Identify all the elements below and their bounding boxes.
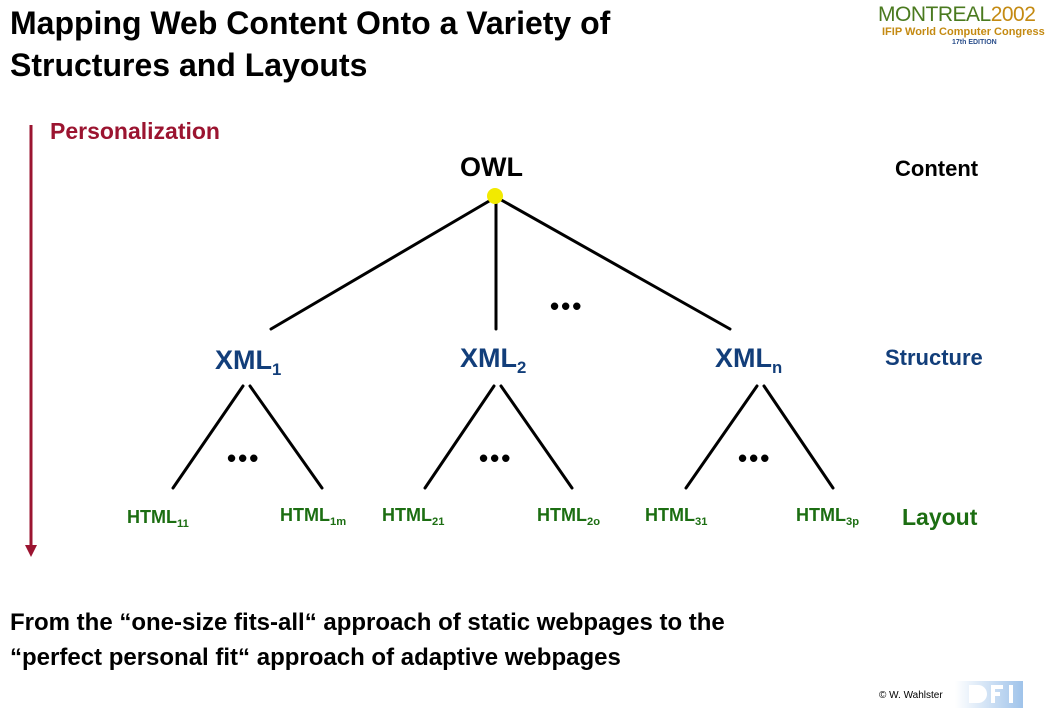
personalization-arrow-head [25, 545, 37, 557]
edge-owl-xmln [494, 195, 732, 331]
node-xml-2: XML2 [460, 343, 527, 377]
dfki-logo [955, 681, 1023, 708]
edge-xml1-html1m [248, 384, 324, 490]
slide-title: Mapping Web Content Onto a Variety of St… [10, 2, 730, 86]
node-html-2o: HTML2o [537, 505, 601, 528]
root-ellipsis: ••• [550, 291, 584, 321]
level-label-content: Content [895, 156, 979, 181]
personalization-label: Personalization [50, 118, 220, 144]
tree-diagram [25, 125, 835, 557]
slide-title-line-2: Structures and Layouts [10, 47, 368, 83]
node-html-31: HTML31 [645, 505, 708, 528]
owl-root-dot [487, 188, 503, 204]
level-label-structure: Structure [885, 345, 983, 370]
logo-wordmark: MONTREAL2002 [878, 3, 1036, 26]
level-label-layout: Layout [902, 504, 978, 530]
node-html-3p: HTML3p [796, 505, 860, 528]
edge-xmln-html3p [762, 384, 835, 490]
node-html-11: HTML11 [127, 507, 189, 530]
node-xml-n: XMLn [715, 343, 783, 377]
edge-owl-xml1 [269, 195, 498, 331]
node-html-21: HTML21 [382, 505, 445, 528]
personalization-arrow [25, 125, 37, 557]
logo-edition: 17th EDITION [952, 39, 997, 46]
xml1-ellipsis: ••• [227, 443, 261, 473]
copyright-notice: © W. Wahlster [879, 690, 943, 701]
edge-xml1-html11 [171, 384, 245, 490]
footer-statement: From the “one-size fits-all“ approach of… [10, 605, 970, 675]
footer-line-2: “perfect personal fit“ approach of adapt… [10, 644, 621, 671]
node-owl: OWL [460, 152, 523, 182]
edge-xml2-html21 [423, 384, 496, 490]
montreal-2002-logo: MONTREAL2002 IFIP World Computer Congres… [878, 3, 1045, 47]
edge-xml2-html2o [499, 384, 574, 490]
logo-subtitle: IFIP World Computer Congress [882, 26, 1045, 38]
slide-title-line-1: Mapping Web Content Onto a Variety of [10, 5, 611, 41]
edge-xmln-html31 [684, 384, 759, 490]
tree-edges [171, 195, 835, 490]
node-xml-1: XML1 [215, 345, 282, 379]
xml2-ellipsis: ••• [479, 443, 513, 473]
footer-line-1: From the “one-size fits-all“ approach of… [10, 609, 725, 636]
xmln-ellipsis: ••• [738, 443, 772, 473]
node-html-1m: HTML1m [280, 505, 347, 528]
